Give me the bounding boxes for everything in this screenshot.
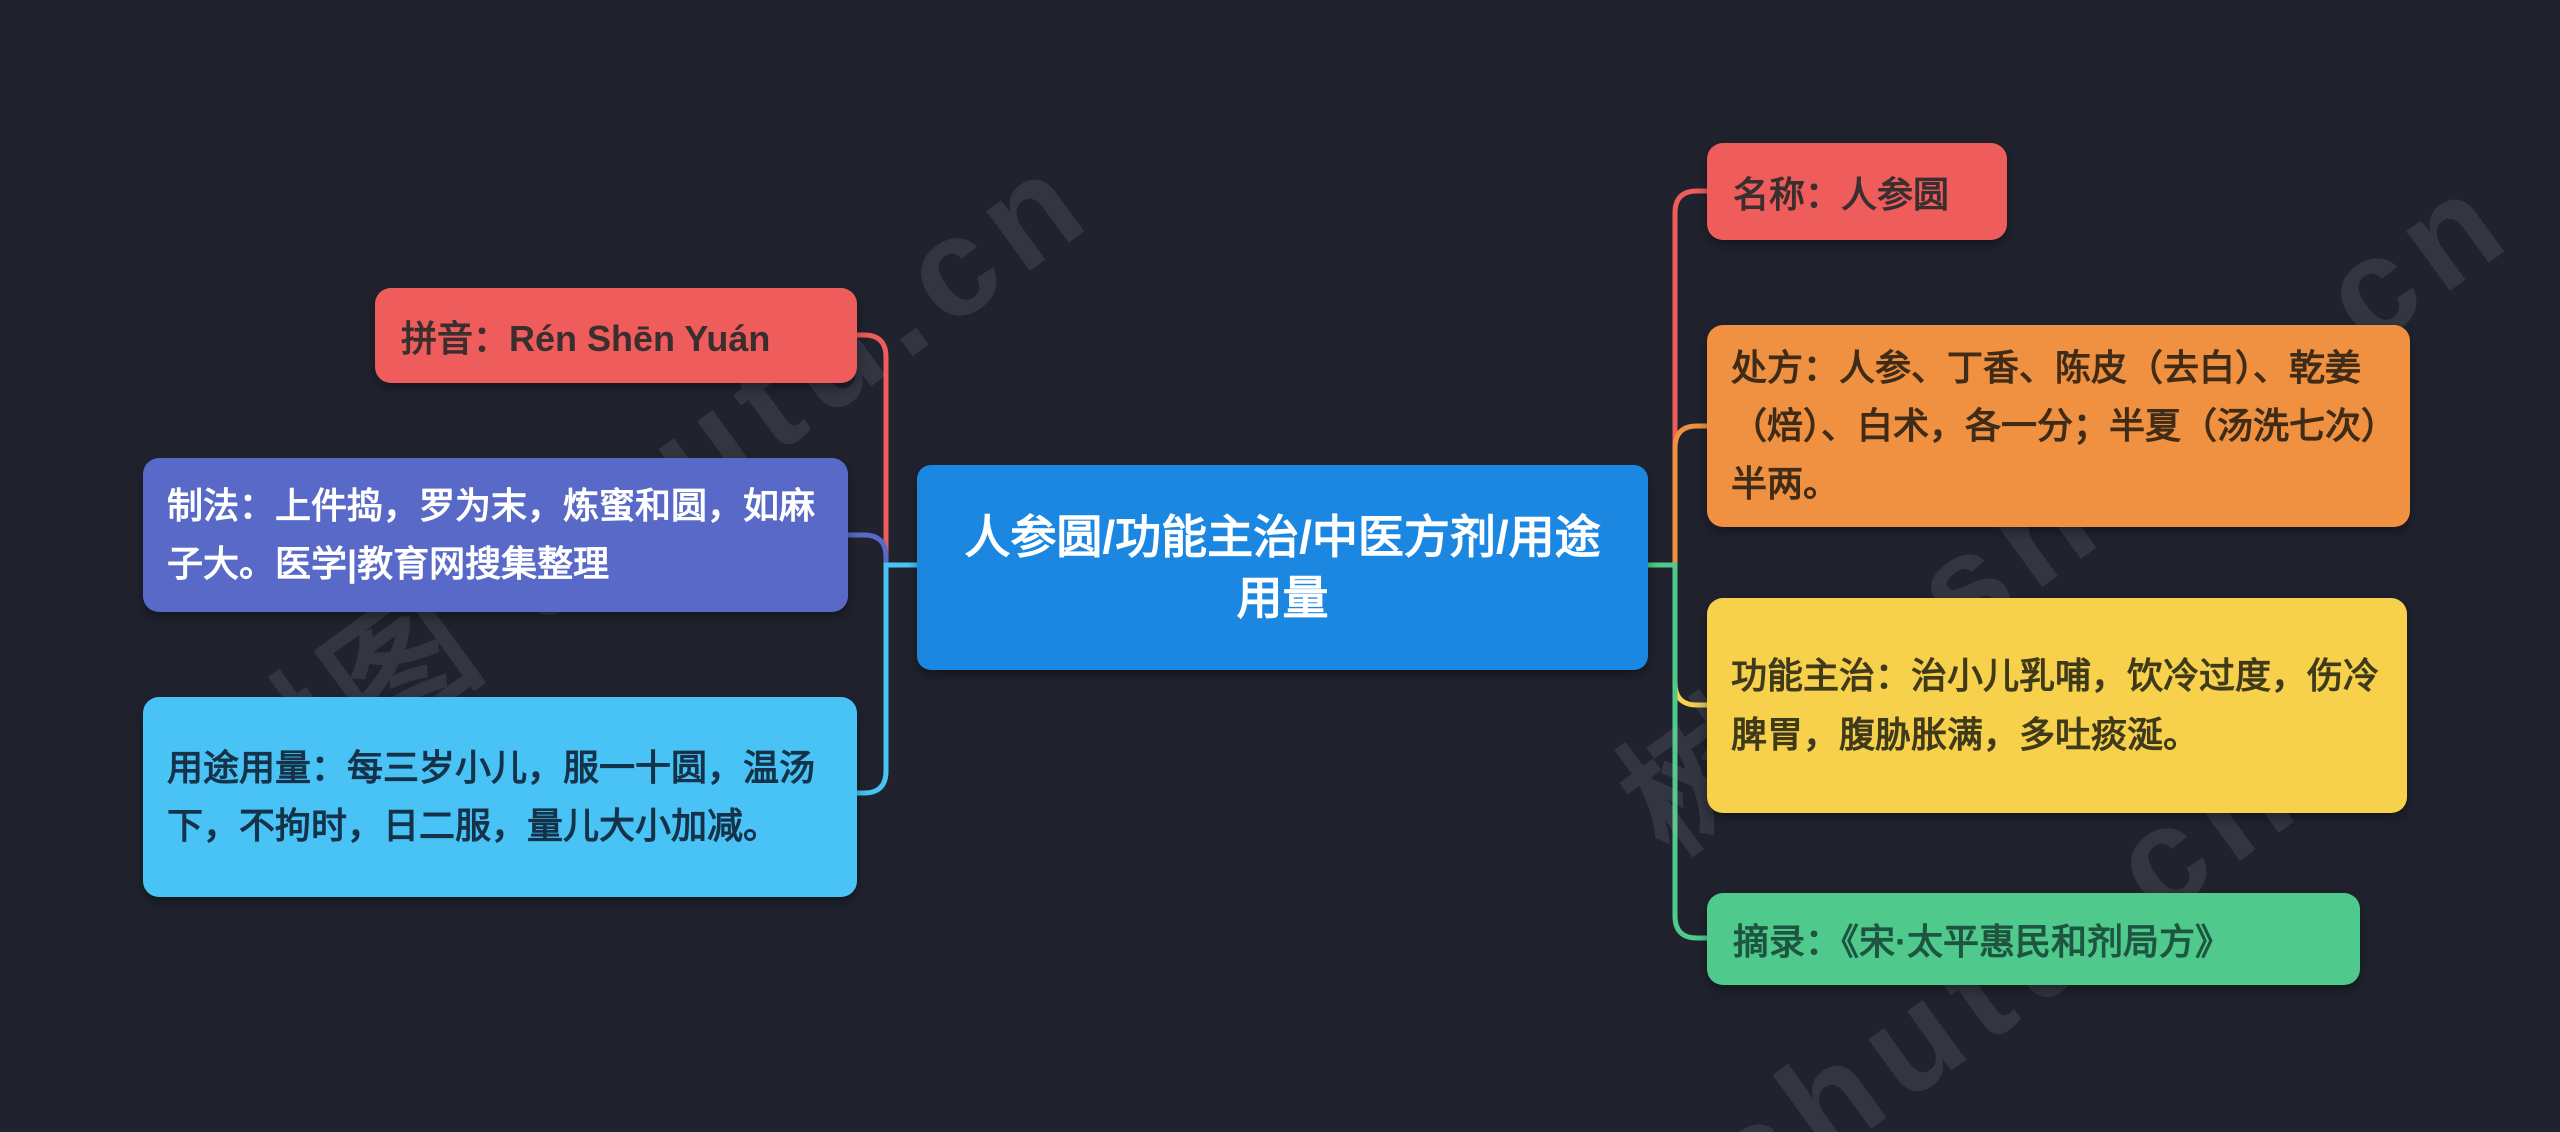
connector-yongtu-yongliang bbox=[845, 562, 920, 796]
node-zhailu-label: 摘录：《宋·太平惠民和剂局方》 bbox=[1733, 921, 2231, 962]
connector-mingcheng bbox=[1672, 188, 1710, 568]
node-gongneng-zhuzhi-label: 功能主治：治小儿乳哺，饮冷过度，伤冷脾胃，腹胁胀满，多吐痰涎。 bbox=[1731, 655, 2380, 755]
node-chufang[interactable]: 处方：人参、丁香、陈皮（去白）、乾姜（焙）、白术，各一分；半夏（汤洗七次）半两。 bbox=[1707, 325, 2410, 527]
node-zhailu[interactable]: 摘录：《宋·太平惠民和剂局方》 bbox=[1707, 893, 2360, 985]
node-gongneng-zhuzhi[interactable]: 功能主治：治小儿乳哺，饮冷过度，伤冷脾胃，腹胁胀满，多吐痰涎。 bbox=[1707, 598, 2407, 813]
node-yongtu-yongliang-label: 用途用量：每三岁小儿，服一十圆，温汤下，不拘时，日二服，量儿大小加减。 bbox=[167, 746, 816, 846]
node-zhifa[interactable]: 制法：上件捣，罗为末，炼蜜和圆，如麻子大。医学|教育网搜集整理 bbox=[143, 458, 848, 612]
connector-zhailu bbox=[1640, 562, 1710, 941]
node-mingcheng-label: 名称：人参圆 bbox=[1733, 173, 1950, 215]
connector-gongneng-zhuzhi bbox=[1672, 562, 1710, 708]
node-pinyin[interactable]: 拼音：Rén Shēn Yuán bbox=[375, 288, 857, 383]
node-zhifa-label: 制法：上件捣，罗为末，炼蜜和圆，如麻子大。医学|教育网搜集整理 bbox=[167, 484, 816, 584]
node-root-label: 人参圆/功能主治/中医方剂/用途用量 bbox=[964, 510, 1601, 624]
node-yongtu-yongliang[interactable]: 用途用量：每三岁小儿，服一十圆，温汤下，不拘时，日二服，量儿大小加减。 bbox=[143, 697, 857, 897]
node-pinyin-label: 拼音：Rén Shēn Yuán bbox=[401, 317, 771, 359]
connector-zhifa bbox=[845, 532, 889, 568]
node-chufang-label: 处方：人参、丁香、陈皮（去白）、乾姜（焙）、白术，各一分；半夏（汤洗七次）半两。 bbox=[1731, 346, 2380, 505]
connector-pinyin bbox=[854, 332, 889, 568]
node-mingcheng[interactable]: 名称：人参圆 bbox=[1707, 143, 2007, 240]
connector-chufang bbox=[1672, 423, 1710, 568]
node-root[interactable]: 人参圆/功能主治/中医方剂/用途用量 bbox=[917, 465, 1648, 670]
